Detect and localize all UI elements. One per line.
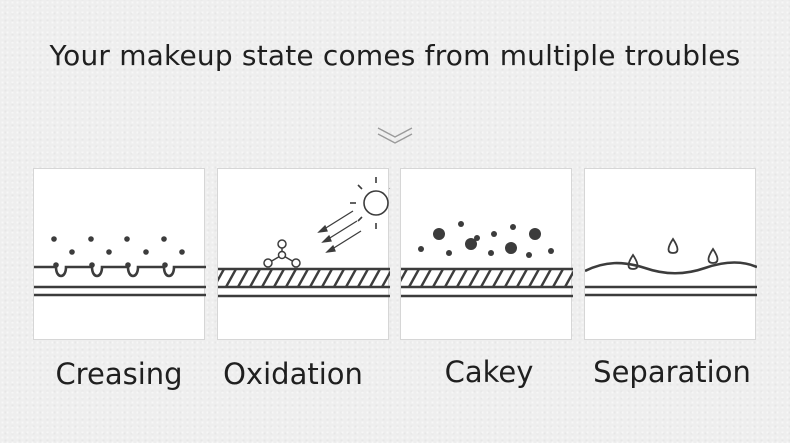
oxidation-panel [217, 168, 390, 340]
label-cakey: Cakey [444, 355, 534, 389]
headline: Your makeup state comes from multiple tr… [49, 39, 741, 72]
droplet-icon [707, 247, 719, 264]
droplet-icon [627, 253, 639, 270]
creasing-skin-icon [34, 236, 206, 297]
creasing-panel [33, 168, 206, 340]
cakey-particles-icon [401, 221, 573, 298]
droplet-icon [667, 237, 679, 254]
separation-droplets-icon [585, 237, 757, 297]
label-oxidation: Oxidation [223, 357, 363, 391]
label-creasing: Creasing [55, 357, 183, 391]
separation-panel [584, 168, 757, 340]
oxidation-sun-molecule-icon [218, 177, 390, 298]
cakey-panel [400, 168, 573, 340]
label-separation: Separation [593, 355, 751, 389]
sun-icon [350, 177, 390, 229]
molecule-icon [263, 239, 301, 268]
double-chevron-down-icon [377, 127, 413, 144]
